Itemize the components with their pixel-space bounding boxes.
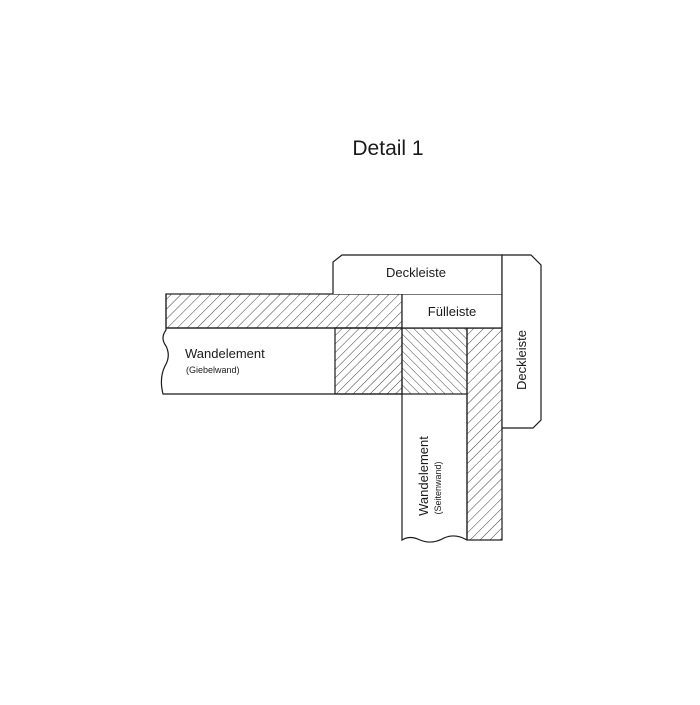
side-wall-element [401, 327, 503, 543]
label-deckleiste-top: Deckleiste [386, 265, 446, 280]
label-wandelement-side-sub: (Seitenwand) [433, 461, 443, 514]
label-fuelleiste: Fülleiste [428, 304, 476, 319]
side-wall-hatched-layer [466, 327, 503, 541]
label-deckleiste-side: Deckleiste [514, 330, 529, 390]
label-wandelement-side: Wandelement [416, 436, 431, 516]
gable-wall-end-post [334, 327, 403, 395]
gable-wall-hatched-layer [165, 293, 403, 329]
side-cover-strip [501, 254, 542, 429]
corner-post [401, 327, 468, 395]
detail-title: Detail 1 [352, 137, 423, 160]
side-wall-broken-edge [401, 394, 468, 543]
label-wandelement-gable: Wandelement [185, 346, 265, 361]
gable-wall-broken-edge [160, 294, 402, 395]
label-wandelement-gable-sub: (Giebelwand) [186, 365, 240, 375]
gable-wall-element [160, 293, 502, 395]
